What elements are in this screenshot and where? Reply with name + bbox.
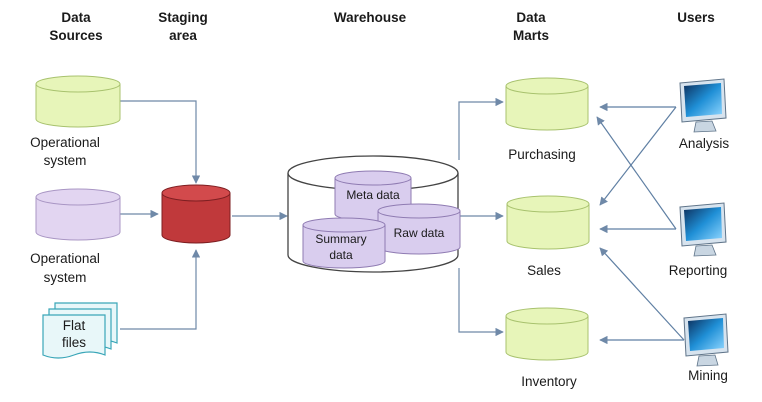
monitor-icon bbox=[679, 78, 727, 133]
mart-inventory-label: Inventory bbox=[521, 374, 577, 389]
database-icon bbox=[506, 195, 590, 250]
summary-data-store: Summary data bbox=[302, 217, 386, 269]
database-icon bbox=[35, 75, 121, 128]
header-data-marts-line2: Marts bbox=[513, 28, 549, 43]
raw-data-label: Raw data bbox=[394, 226, 445, 240]
header-data-sources-line2: Sources bbox=[49, 28, 102, 43]
source-operational-system-1: Operational system bbox=[30, 75, 121, 168]
meta-data-label: Meta data bbox=[346, 188, 400, 202]
header-data-sources-line1: Data bbox=[61, 10, 91, 25]
database-icon bbox=[35, 188, 121, 241]
mart-inventory: Inventory bbox=[505, 307, 589, 389]
document-stack-icon bbox=[42, 302, 118, 359]
source-operational-system-2: Operational system bbox=[30, 188, 121, 285]
raw-data-store: Raw data bbox=[377, 203, 461, 255]
header-data-marts: Data Marts bbox=[513, 10, 549, 43]
source-1-label-line2: system bbox=[44, 153, 87, 168]
connector-files-staging bbox=[120, 249, 201, 330]
user-analysis-label: Analysis bbox=[679, 136, 730, 151]
user-analysis: Analysis bbox=[679, 78, 730, 151]
source-2-label-line1: Operational bbox=[30, 251, 100, 266]
connector-reporting-purchasing bbox=[596, 116, 677, 230]
database-icon bbox=[505, 77, 589, 131]
user-mining: Mining bbox=[683, 313, 729, 383]
mart-sales-label: Sales bbox=[527, 263, 561, 278]
user-reporting: Reporting bbox=[669, 202, 728, 278]
header-data-marts-line1: Data bbox=[516, 10, 546, 25]
mart-purchasing: Purchasing bbox=[505, 77, 589, 162]
source-connectors bbox=[120, 100, 201, 330]
source-1-label-line1: Operational bbox=[30, 135, 100, 150]
database-icon bbox=[505, 307, 589, 361]
staging-database bbox=[161, 184, 231, 244]
header-staging-line1: Staging bbox=[158, 10, 208, 25]
flat-files-label-line2: files bbox=[62, 335, 86, 350]
header-staging-line2: area bbox=[169, 28, 197, 43]
header-users: Users bbox=[677, 10, 715, 25]
mart-purchasing-label: Purchasing bbox=[508, 147, 576, 162]
mart-sales: Sales bbox=[506, 195, 590, 278]
user-connectors bbox=[596, 102, 685, 345]
connector-mining-sales bbox=[599, 247, 685, 341]
header-staging-area: Staging area bbox=[158, 10, 208, 43]
source-2-label-line2: system bbox=[44, 270, 87, 285]
header-warehouse: Warehouse bbox=[334, 10, 407, 25]
connector-analysis-sales bbox=[599, 106, 677, 206]
mart-connectors bbox=[458, 97, 504, 337]
summary-data-label-line2: data bbox=[329, 248, 353, 262]
user-mining-label: Mining bbox=[688, 368, 728, 383]
connector-source1-staging bbox=[120, 100, 201, 184]
monitor-icon bbox=[683, 313, 729, 367]
source-flat-files: Flat files bbox=[42, 302, 118, 359]
connector-warehouse-inventory bbox=[458, 268, 504, 337]
warehouse-database: Meta data Raw data Summary data bbox=[287, 155, 461, 273]
header-data-sources: Data Sources bbox=[49, 10, 102, 43]
connector-warehouse-purchasing bbox=[458, 97, 504, 160]
monitor-icon bbox=[679, 202, 727, 257]
user-reporting-label: Reporting bbox=[669, 263, 728, 278]
summary-data-label-line1: Summary bbox=[315, 232, 366, 246]
flat-files-label-line1: Flat bbox=[63, 318, 86, 333]
